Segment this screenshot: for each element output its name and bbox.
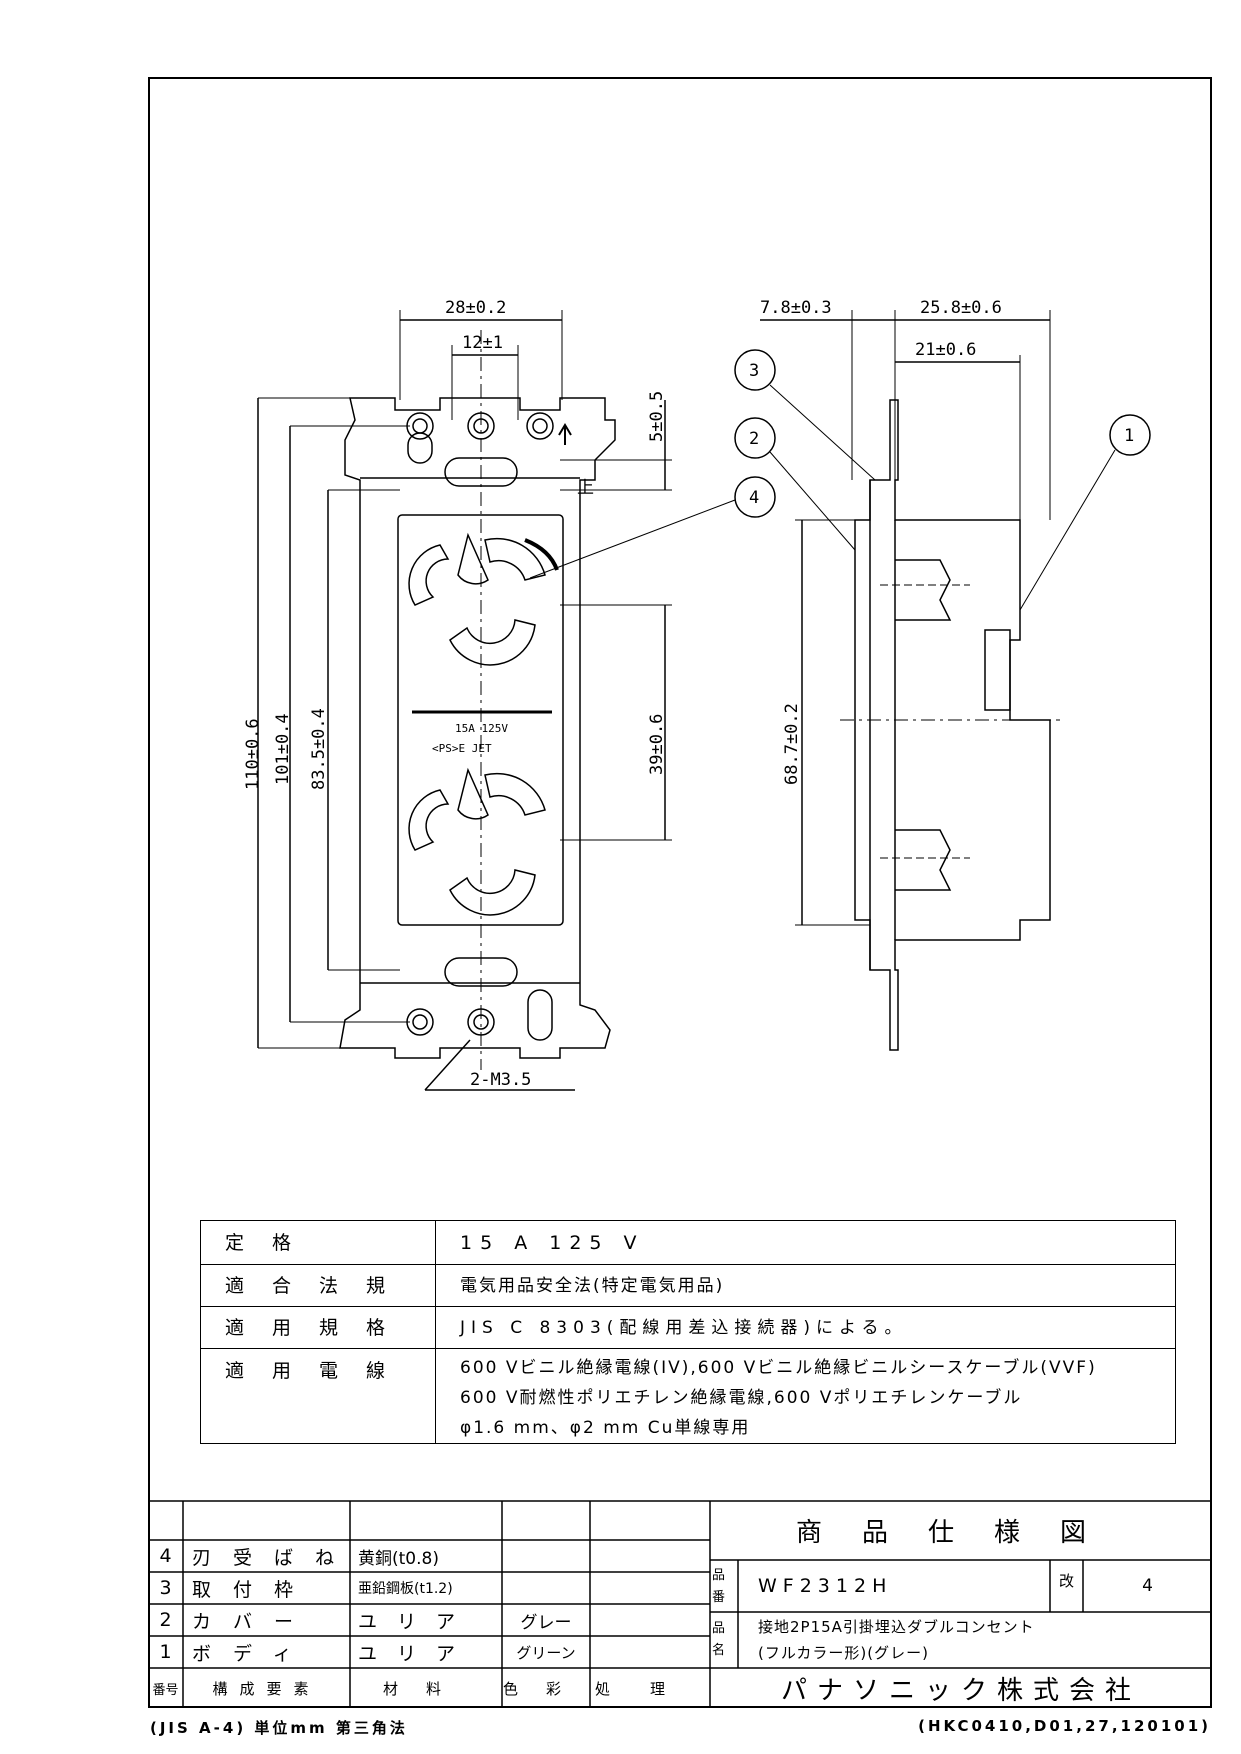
spec-key-standard: 適用規格: [201, 1307, 436, 1348]
dim-12: 12±1: [462, 333, 503, 353]
spec-key-rating: 定格: [201, 1221, 436, 1264]
technical-drawing: 28±0.2 12±1 5±0.5 110±0.6 101±0.4 83.5±0…: [243, 298, 1151, 1091]
dim-screw: 2-M3.5: [470, 1070, 531, 1090]
dim-39: 39±0.6: [647, 714, 667, 775]
part-color-1: グリーン: [516, 1643, 576, 1662]
part-element-3: 取付枠: [192, 1578, 316, 1601]
mounting-frame-outline: [339, 397, 616, 1059]
header-material: 材料: [382, 1679, 469, 1698]
spec-val-rating: 15 A 125 V: [460, 1232, 645, 1254]
pse-mark: <PS>E JET: [432, 742, 492, 755]
spec-table: 定格 15 A 125 V 適合法規 電気用品安全法(特定電気用品) 適用規格 …: [200, 1220, 1176, 1444]
callout-3: 3: [749, 361, 759, 381]
part-no-1: 1: [159, 1641, 172, 1663]
receptacle-top: [408, 532, 546, 666]
wire-line-1: 600 Vビニル絶縁電線(IV),600 Vビニル絶縁ビニルシースケーブル(VV…: [460, 1358, 1097, 1378]
spec-val-wire: 600 Vビニル絶縁電線(IV),600 Vビニル絶縁ビニルシースケーブル(VV…: [436, 1349, 1175, 1443]
part-no-3: 3: [159, 1577, 172, 1599]
product-name-label: 品名: [712, 1621, 726, 1658]
header-color: 色彩: [502, 1679, 589, 1698]
dim-7-8: 7.8±0.3: [760, 298, 832, 318]
wire-line-2: 600 V耐燃性ポリエチレン絶縁電線,600 Vポリエチレンケーブル: [460, 1388, 1023, 1408]
part-element-2: カバー: [192, 1610, 316, 1633]
receptacle-bottom: [408, 767, 546, 916]
part-color-2: グレー: [520, 1612, 572, 1633]
dim-21: 21±0.6: [915, 340, 976, 360]
dim-5: 5±0.5: [647, 391, 667, 442]
screw-hole-top-right: [526, 412, 554, 440]
screw-hole-top-left: [406, 412, 434, 440]
callout-4: 4: [749, 488, 759, 508]
dim-101: 101±0.4: [273, 713, 293, 785]
part-material-3: 亜鉛鋼板(t1.2): [358, 1581, 453, 1597]
footer-left: (JIS A-4) 単位mm 第三角法: [150, 1719, 408, 1737]
dim-68-7: 68.7±0.2: [782, 703, 802, 785]
product-no: WF2312H: [758, 1575, 893, 1597]
part-no-2: 2: [159, 1609, 172, 1631]
dim-83-5: 83.5±0.4: [309, 708, 329, 790]
part-material-1: ユリア: [358, 1642, 476, 1665]
product-no-label: 品番: [712, 1568, 726, 1605]
spec-key-law: 適合法規: [201, 1265, 436, 1306]
drawing-title: 商品仕様図: [795, 1518, 1126, 1548]
callout-2: 2: [749, 429, 759, 449]
part-material-4: 黄銅(t0.8): [358, 1548, 439, 1569]
part-material-2: ユリア: [358, 1610, 476, 1633]
product-name-1: 接地2P15A引掛埋込ダブルコンセント: [758, 1618, 1035, 1636]
up-mark: 上: [577, 478, 594, 498]
revision-label: 改: [1058, 1571, 1074, 1590]
revision: 4: [1142, 1576, 1153, 1596]
footer-right: (HKC0410,D01,27,120101): [918, 1717, 1211, 1735]
part-no-4: 4: [159, 1545, 172, 1567]
spec-val-standard: JIS C 8303(配線用差込接続器)による。: [460, 1318, 908, 1338]
part-element-1: ボディ: [192, 1642, 314, 1665]
drawing-frame: [148, 77, 1212, 1708]
part-element-4: 刃受ばね: [192, 1546, 357, 1569]
wire-line-3: φ1.6 mm、φ2 mm Cu単線専用: [460, 1418, 751, 1438]
header-no: 番号: [152, 1682, 179, 1698]
dim-110: 110±0.6: [243, 718, 263, 790]
company-name: パナソニック株式会社: [780, 1675, 1141, 1706]
callout-1: 1: [1124, 426, 1134, 446]
screw-hole-bottom-left: [406, 1008, 434, 1036]
outlet-rating-mark: 15A 125V: [455, 722, 508, 735]
dim-28: 28±0.2: [445, 298, 506, 318]
side-view-body: [854, 399, 1051, 1051]
product-name-2: (フルカラー形)(グレー): [758, 1644, 929, 1662]
header-finish: 処理: [594, 1679, 705, 1698]
dim-25-8: 25.8±0.6: [920, 298, 1002, 318]
spec-key-wire: 適用電線: [201, 1349, 436, 1443]
header-element: 構成要素: [212, 1679, 321, 1698]
spec-val-law: 電気用品安全法(特定電気用品): [460, 1276, 725, 1296]
